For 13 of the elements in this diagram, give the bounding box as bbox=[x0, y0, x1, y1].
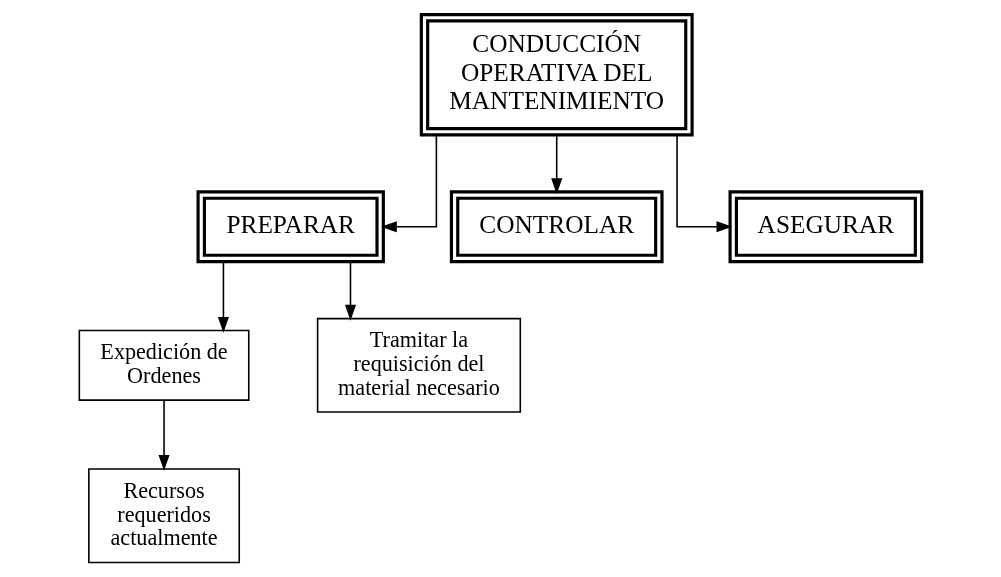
node-box: Tramitar la requisición del material necesario bbox=[316, 317, 522, 413]
arrow bbox=[551, 134, 563, 195]
arrow bbox=[676, 134, 733, 233]
node-box: ASEGURAR bbox=[728, 190, 924, 264]
node-box: Expedición de Ordenes bbox=[78, 329, 250, 401]
arrow bbox=[158, 399, 170, 471]
node-box: PREPARAR bbox=[196, 190, 385, 264]
arrow bbox=[344, 260, 357, 321]
node-box: Recursos requeridos actualmente bbox=[88, 468, 241, 564]
arrow bbox=[381, 134, 438, 233]
arrow bbox=[217, 260, 229, 333]
node-box: CONTROLAR bbox=[449, 190, 664, 264]
node-box: CONDUCCIÓN OPERATIVA DEL MANTENIMIENTO bbox=[419, 13, 694, 137]
